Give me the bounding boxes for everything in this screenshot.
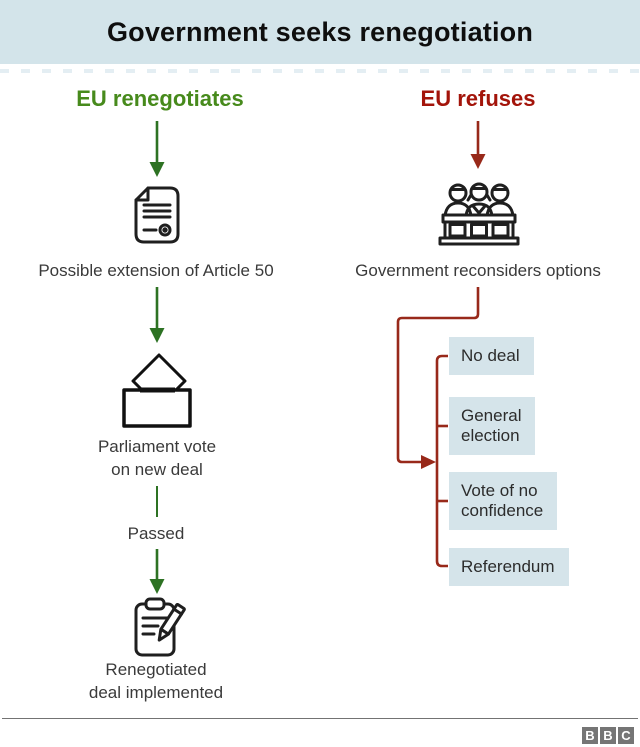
right-branch-heading: EU refuses (420, 86, 536, 111)
option-referendum: Referendum (449, 548, 569, 586)
red-arrow-2-head (421, 455, 436, 469)
option-no-deal: No deal (449, 337, 534, 375)
edge-passed-label: Passed (127, 524, 185, 543)
clipboard-pencil-icon (134, 597, 186, 657)
ballot-box-icon (122, 353, 192, 428)
page-title: Government seeks renegotiation (106, 16, 534, 47)
left-branch-heading: EU renegotiates (76, 86, 244, 111)
bbc-logo-block-2: B (600, 727, 616, 744)
document-seal-icon (134, 186, 180, 244)
step-reconsider-label: Government reconsiders options (355, 261, 601, 280)
footer-divider (2, 718, 638, 719)
green-arrow-3-head (149, 579, 165, 594)
option-vote-no-confidence: Vote of no confidence (449, 472, 558, 530)
green-arrow-2-head (149, 328, 165, 343)
red-arrow-1-head (470, 154, 486, 169)
option-general-election: General election (449, 397, 536, 455)
step-deal-implemented-label: Renegotiated deal implemented (88, 660, 224, 702)
decorative-dashed-line (0, 69, 640, 73)
step-parliament-vote-label: Parliament vote on new deal (97, 437, 217, 479)
header-bar: Government seeks renegotiation (0, 0, 640, 64)
bbc-logo: B B C (582, 727, 634, 744)
pencil-glyph (157, 602, 186, 642)
parliament-bench-icon (438, 182, 520, 246)
green-arrow-1-head (149, 162, 165, 177)
bbc-logo-block-1: B (582, 727, 598, 744)
bbc-logo-block-3: C (618, 727, 634, 744)
red-bracket (435, 354, 448, 568)
step-article50-label: Possible extension of Article 50 (38, 261, 274, 280)
